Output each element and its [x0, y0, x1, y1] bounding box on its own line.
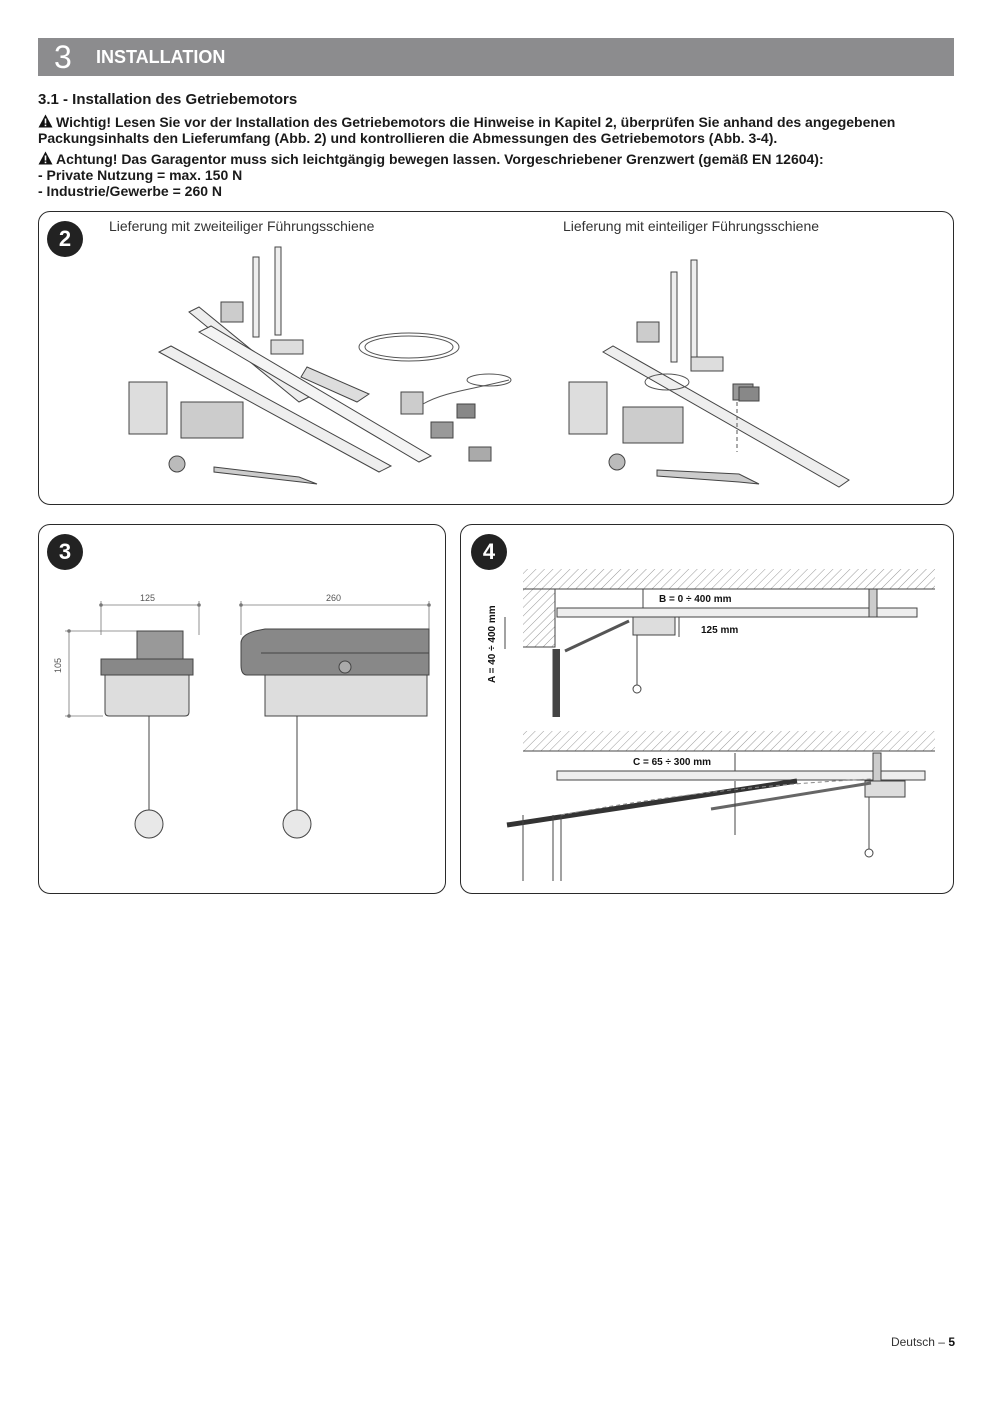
- figure-3-box: 3: [38, 524, 446, 894]
- warning-text-2: Achtung! Das Garagentor muss sich leicht…: [56, 151, 824, 167]
- figure-4-number: 4: [471, 534, 507, 570]
- chapter-header: 3 INSTALLATION: [38, 38, 954, 76]
- dimension-c-label: C = 65 ÷ 300 mm: [633, 757, 712, 768]
- figure-2-number: 2: [47, 221, 83, 257]
- figure-2-box: 2 Lieferung mit zweiteiliger Führungssch…: [38, 211, 954, 505]
- warning-text-1: Wichtig! Lesen Sie vor der Installation …: [38, 114, 896, 146]
- chapter-number: 3: [54, 39, 72, 75]
- section-installation: 3.1 - Installation des Getriebemotors Wi…: [38, 90, 958, 199]
- warning-icon: [38, 151, 53, 165]
- figure-2-caption-left: Lieferung mit zweiteiliger Führungsschie…: [109, 218, 375, 234]
- dimension-125-label: 125: [140, 593, 156, 603]
- page-footer: Deutsch – 5: [891, 1335, 955, 1349]
- footer-language: Deutsch –: [890, 1335, 949, 1349]
- figure-3-number: 3: [47, 534, 83, 570]
- motor-dimensions-drawing: [65, 601, 431, 839]
- dimension-125-mm-label: 125 mm: [701, 625, 739, 636]
- limit-industry: - Industrie/Gewerbe = 260 N: [38, 183, 223, 199]
- installation-clearance-drawing: [504, 569, 935, 881]
- chapter-title: INSTALLATION: [96, 47, 226, 67]
- dimension-a-label: A = 40 ÷ 400 mm: [487, 605, 498, 683]
- warning-paragraph-1: Wichtig! Lesen Sie vor der Installation …: [38, 114, 958, 146]
- limit-private: - Private Nutzung = max. 150 N: [38, 167, 243, 183]
- figure-4-box: 4: [460, 524, 954, 894]
- page-number: 5: [948, 1335, 955, 1349]
- warning-paragraph-2: Achtung! Das Garagentor muss sich leicht…: [38, 151, 958, 167]
- section-title: 3.1 - Installation des Getriebemotors: [38, 91, 298, 108]
- package-contents-illustration: [128, 246, 850, 488]
- figure-2-caption-right: Lieferung mit einteiliger Führungsschien…: [563, 218, 820, 234]
- dimension-b-label: B = 0 ÷ 400 mm: [659, 594, 732, 605]
- dimension-260-label: 260: [326, 593, 342, 603]
- dimension-105-label: 105: [53, 657, 63, 673]
- warning-icon: [38, 114, 53, 128]
